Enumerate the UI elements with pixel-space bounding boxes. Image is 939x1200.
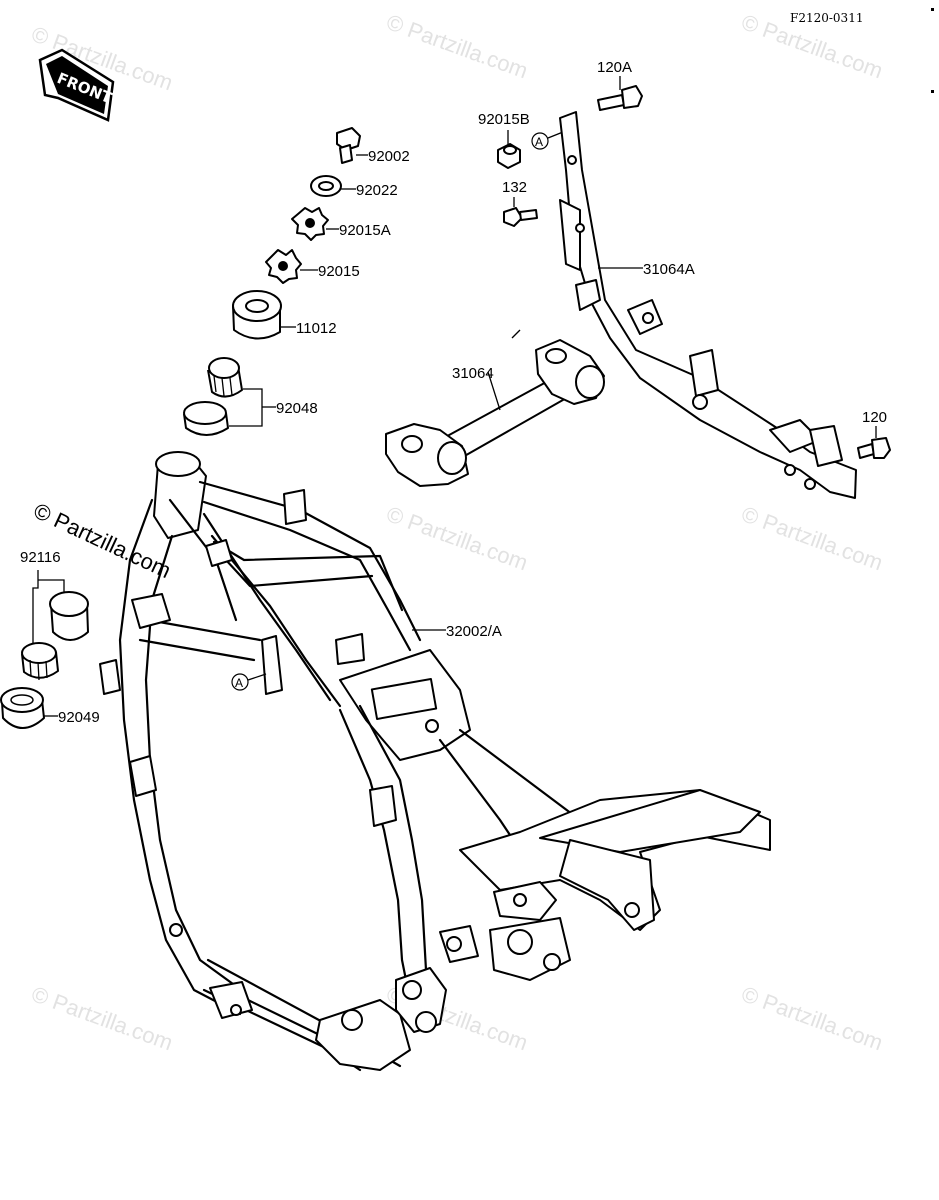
castle-nut-92015-icon (265, 249, 302, 284)
nut-92015b-icon (497, 143, 521, 169)
callout-31064a: 31064A (643, 261, 695, 278)
partzilla-stamp: © Partzilla.com (30, 498, 175, 583)
watermark: © Partzilla.com (383, 501, 531, 575)
cross-member-31064 (385, 339, 605, 487)
watermark: © Partzilla.com (738, 501, 886, 575)
watermarks: © Partzilla.com © Partzilla.com © Partzi… (28, 9, 886, 1055)
ref-marker-a-top: A (531, 129, 569, 150)
castle-nut-92015a-icon (291, 207, 329, 241)
bearing-92116-icon (21, 642, 59, 681)
callout-92015b: 92015B (478, 111, 530, 128)
spacer-11012-icon (232, 290, 282, 340)
seal-92049-icon (0, 687, 45, 729)
callout-32002a: 32002/A (446, 623, 502, 640)
callout-132: 132 (502, 179, 527, 196)
bolt-132-icon (503, 207, 538, 227)
bolt-92002-icon (336, 127, 361, 164)
callout-120a: 120A (597, 59, 632, 76)
callout-92015: 92015 (318, 263, 360, 280)
callout-120: 120 (862, 409, 887, 426)
bolt-120a-icon (597, 85, 643, 111)
callout-92048: 92048 (276, 400, 318, 417)
down-tube-31064a (559, 111, 857, 499)
callout-11012: 11012 (296, 320, 337, 337)
watermark: © Partzilla.com (738, 981, 886, 1055)
watermark: © Partzilla.com (28, 981, 176, 1055)
callout-92015a: 92015A (339, 222, 391, 239)
main-frame-32002a (99, 451, 771, 1072)
race-92048-icon (183, 401, 229, 436)
bearing-92048-icon (207, 357, 243, 398)
diagram-code: F2120-0311 (790, 11, 863, 25)
ref-marker-a-frame: A (231, 673, 267, 691)
callout-92002: 92002 (368, 148, 410, 165)
bolt-120-icon (857, 437, 891, 459)
callout-92116: 92116 (20, 549, 61, 566)
front-arrow-icon: FRONT (38, 48, 115, 122)
callout-92049: 92049 (58, 709, 100, 726)
svg-text:A: A (235, 676, 243, 690)
callout-92022: 92022 (356, 182, 398, 199)
race-92116-icon (49, 591, 89, 641)
watermark: © Partzilla.com (383, 9, 531, 83)
svg-text:A: A (535, 135, 543, 149)
callout-31064: 31064 (452, 365, 494, 382)
washer-92022-icon (310, 175, 342, 197)
